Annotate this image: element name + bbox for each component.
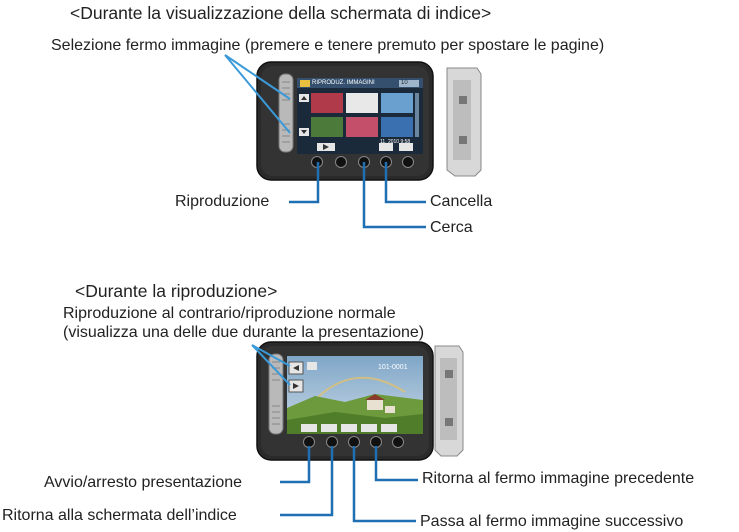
label-previous: Ritorna al fermo immagine precedente xyxy=(422,470,695,487)
section2-heading: <Durante la riproduzione> xyxy=(75,281,278,301)
leader-search xyxy=(362,162,426,229)
leader-slideshow xyxy=(280,446,311,484)
leader-play xyxy=(289,162,320,204)
playback-top-label-2: (visualizza una delle due durante la pre… xyxy=(63,324,425,341)
pointer-forward xyxy=(251,344,291,386)
label-play: Riproduzione xyxy=(175,193,270,210)
leader-back-to-index xyxy=(280,446,334,517)
section1-heading: <Durante la visualizzazione della scherm… xyxy=(70,3,492,23)
leader-next xyxy=(352,446,416,523)
label-search: Cerca xyxy=(430,219,473,236)
pointer-down-arrow xyxy=(224,54,291,134)
index-top-label: Selezione fermo immagine (premere e tene… xyxy=(51,37,605,54)
pointer-reverse xyxy=(251,344,291,367)
label-back-to-index: Ritorna alla schermata dell’indice xyxy=(2,507,237,524)
screen-file-number: 101-0001 xyxy=(378,364,408,371)
camera-playback-view xyxy=(256,341,464,461)
screen-date: 11. 2010 9:58 xyxy=(380,139,411,145)
label-slideshow: Avvio/arresto presentazione xyxy=(44,474,243,491)
leader-delete xyxy=(384,162,426,204)
label-next: Passa al fermo immagine successivo xyxy=(420,513,684,530)
label-delete: Cancella xyxy=(430,193,493,210)
leader-previous xyxy=(374,446,418,482)
camera-index-view xyxy=(256,61,482,181)
screen-title: RIPRODUZ. IMMAGINI xyxy=(312,80,375,86)
pointer-up-arrow xyxy=(224,54,291,100)
playback-top-label-1: Riproduzione al contrario/riproduzione n… xyxy=(63,305,396,322)
screen-counter: 10 xyxy=(401,80,408,86)
